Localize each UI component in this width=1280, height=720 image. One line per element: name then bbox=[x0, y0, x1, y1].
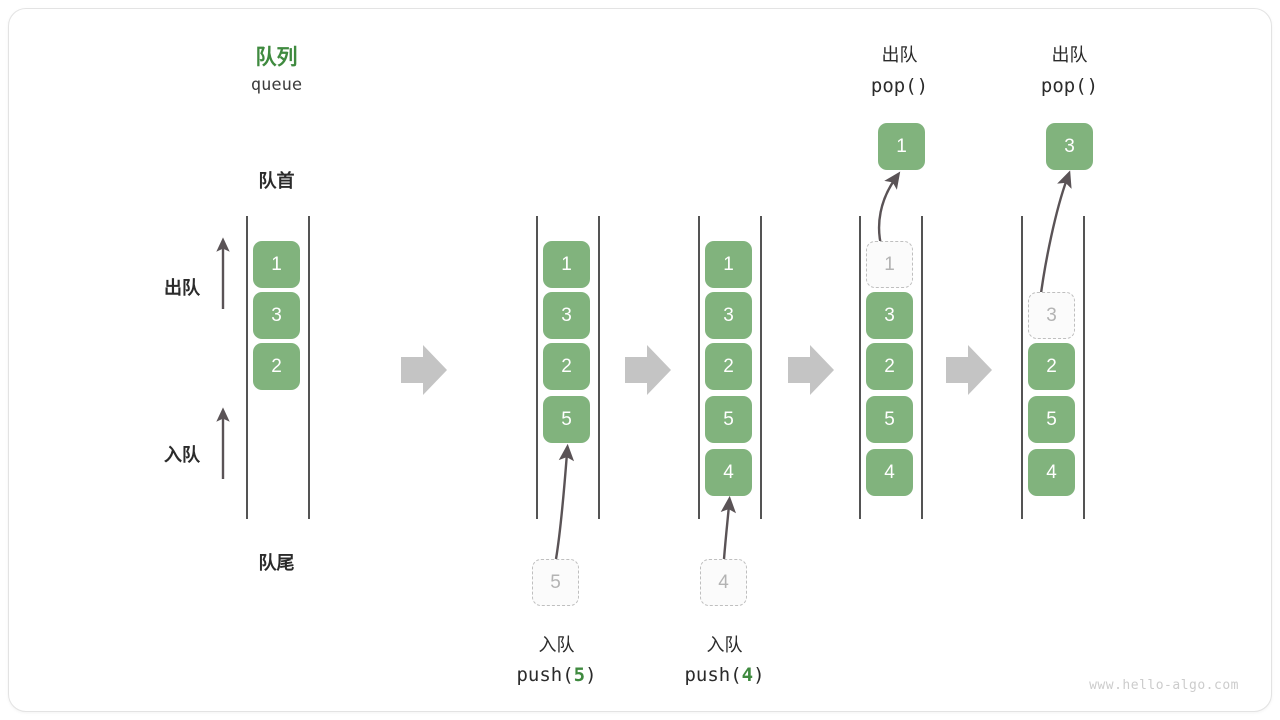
front-label: 队首 bbox=[258, 171, 295, 191]
rail-right bbox=[598, 216, 600, 519]
rear-label: 队尾 bbox=[258, 553, 295, 573]
incoming-ghost-cell: 4 bbox=[700, 559, 747, 606]
rail-left bbox=[698, 216, 700, 519]
transition-arrow-4 bbox=[946, 345, 992, 395]
queue-cell: 2 bbox=[866, 343, 913, 390]
rail-left bbox=[246, 216, 248, 519]
push-op-label: 入队 bbox=[538, 635, 575, 655]
transition-arrow-3 bbox=[788, 345, 834, 395]
push-op-code-value: 5 bbox=[573, 664, 586, 686]
push-arrow-5 bbox=[554, 443, 575, 560]
pop-op-code: pop() bbox=[1040, 75, 1099, 97]
push-op-code-suffix: ) bbox=[585, 664, 597, 686]
rail-left bbox=[536, 216, 538, 519]
transition-arrow-2 bbox=[625, 345, 671, 395]
watermark: www.hello-algo.com bbox=[1089, 678, 1239, 693]
queue-cell: 3 bbox=[253, 292, 300, 339]
queue-cell: 3 bbox=[705, 292, 752, 339]
transition-arrows bbox=[401, 345, 992, 395]
push-arrow-4 bbox=[720, 495, 737, 560]
queue-cell: 1 bbox=[543, 241, 590, 288]
popped-cell: 3 bbox=[1046, 123, 1093, 170]
transition-arrow-1 bbox=[401, 345, 447, 395]
queue-cell: 2 bbox=[1028, 343, 1075, 390]
push-op-code-value: 4 bbox=[741, 664, 754, 686]
queue-cell: 1 bbox=[705, 241, 752, 288]
queue-cell: 4 bbox=[866, 449, 913, 496]
push-op-code-suffix: ) bbox=[753, 664, 765, 686]
dequeue-label: 出队 bbox=[164, 278, 200, 298]
removed-ghost-cell: 1 bbox=[866, 241, 913, 288]
queue-cell-incoming: 4 bbox=[705, 449, 752, 496]
queue-cell: 2 bbox=[705, 343, 752, 390]
pop-arrow-3 bbox=[1038, 170, 1072, 302]
push-op-code: push(5) bbox=[479, 664, 634, 686]
push-op-code: push(4) bbox=[647, 664, 802, 686]
queue-cell-incoming: 5 bbox=[543, 396, 590, 443]
enqueue-label: 入队 bbox=[164, 445, 200, 465]
queue-cell: 3 bbox=[866, 292, 913, 339]
queue-cell: 5 bbox=[705, 396, 752, 443]
diagram-card: 队列 queue 队首 队尾 出队 入队 bbox=[8, 8, 1272, 712]
incoming-ghost-cell: 5 bbox=[532, 559, 579, 606]
queue-cell: 4 bbox=[1028, 449, 1075, 496]
queue-cell: 3 bbox=[543, 292, 590, 339]
queue-cell: 5 bbox=[1028, 396, 1075, 443]
pop-op-label: 出队 bbox=[1051, 45, 1088, 65]
pop-op-label: 出队 bbox=[881, 45, 918, 65]
push-op-code-prefix: push( bbox=[684, 664, 742, 686]
diagram-title-en: queue bbox=[250, 75, 303, 95]
side-direction-arrows bbox=[216, 170, 1072, 560]
rail-left bbox=[1021, 216, 1023, 519]
rail-left bbox=[859, 216, 861, 519]
diagram-title-cn: 队列 bbox=[255, 46, 298, 69]
rail-right bbox=[760, 216, 762, 519]
popped-cell: 1 bbox=[878, 123, 925, 170]
queue-cell: 2 bbox=[253, 343, 300, 390]
removed-ghost-cell: 3 bbox=[1028, 292, 1075, 339]
push-op-code-prefix: push( bbox=[516, 664, 574, 686]
queue-cell: 1 bbox=[253, 241, 300, 288]
queue-cell: 2 bbox=[543, 343, 590, 390]
queue-cell: 5 bbox=[866, 396, 913, 443]
pop-op-code: pop() bbox=[870, 75, 929, 97]
rail-right bbox=[308, 216, 310, 519]
rail-right bbox=[921, 216, 923, 519]
rail-right bbox=[1083, 216, 1085, 519]
push-op-label: 入队 bbox=[706, 635, 743, 655]
